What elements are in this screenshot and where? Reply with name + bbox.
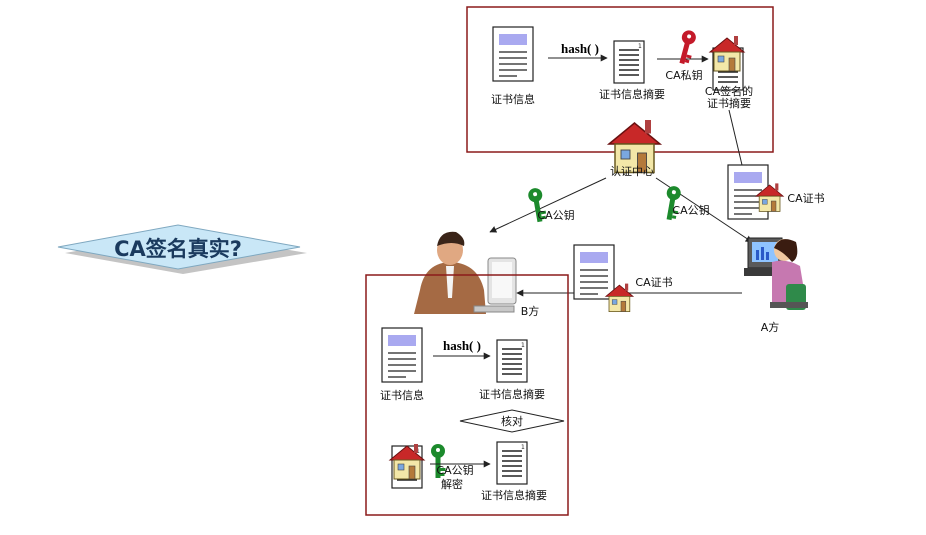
party-b-label: B方 xyxy=(521,304,540,318)
ca-cert-info-doc-icon xyxy=(492,26,534,82)
title-text: CA签名真实? xyxy=(114,237,242,261)
sent-cert-label: CA证书 xyxy=(635,276,672,289)
pubkey-right-label: CA公钥 xyxy=(672,203,709,217)
pubkey-left-label: CA公钥 xyxy=(537,208,574,222)
b-verify-box xyxy=(365,274,569,516)
b-cert-info-label: 证书信息 xyxy=(380,388,424,402)
b-digest1-label: 证书信息摘要 xyxy=(479,387,545,401)
signed-digest-to-a-line xyxy=(728,109,743,166)
ca-signed-house-icon xyxy=(709,35,745,72)
ca-cert-info-label: 证书信息 xyxy=(491,92,535,106)
b-cert-info-doc-icon xyxy=(381,327,423,383)
party-a-cert: CA证书 xyxy=(727,164,825,220)
ca-hash-label: hash( ) xyxy=(561,41,599,56)
check-diamond xyxy=(459,409,565,433)
ca-center-label: 认证中心 xyxy=(610,165,654,178)
b-pubkey-label-1: CA公钥 xyxy=(436,463,473,477)
center-to-b-arrow xyxy=(489,177,607,233)
b-pubkey-label-2: 解密 xyxy=(441,477,463,491)
ca-signed-digest-label-1: CA签名的 xyxy=(705,84,753,98)
b-hash-label: hash( ) xyxy=(443,338,481,353)
b-digest2-label: 证书信息摘要 xyxy=(481,488,547,502)
ca-private-key-label: CA私钥 xyxy=(665,68,702,82)
ca-signed-digest-label-2: 证书摘要 xyxy=(707,96,751,110)
b-digest1-doc-icon xyxy=(496,339,528,383)
title-banner: CA签名真实? xyxy=(57,224,307,274)
check-label: 核对 xyxy=(501,414,523,428)
sent-cert-doc-icon xyxy=(573,244,615,300)
ca-digest-doc-icon xyxy=(613,40,645,84)
party-b-person-icon xyxy=(414,231,517,314)
ca-private-key-icon xyxy=(675,28,698,66)
party-a-label: A方 xyxy=(761,320,780,334)
b-digest2-doc-icon xyxy=(496,441,528,485)
title-diamond xyxy=(57,224,301,270)
party-a-person-icon xyxy=(744,237,808,310)
ca-digest-label: 证书信息摘要 xyxy=(599,87,665,101)
a-cert-label: CA证书 xyxy=(787,192,824,205)
